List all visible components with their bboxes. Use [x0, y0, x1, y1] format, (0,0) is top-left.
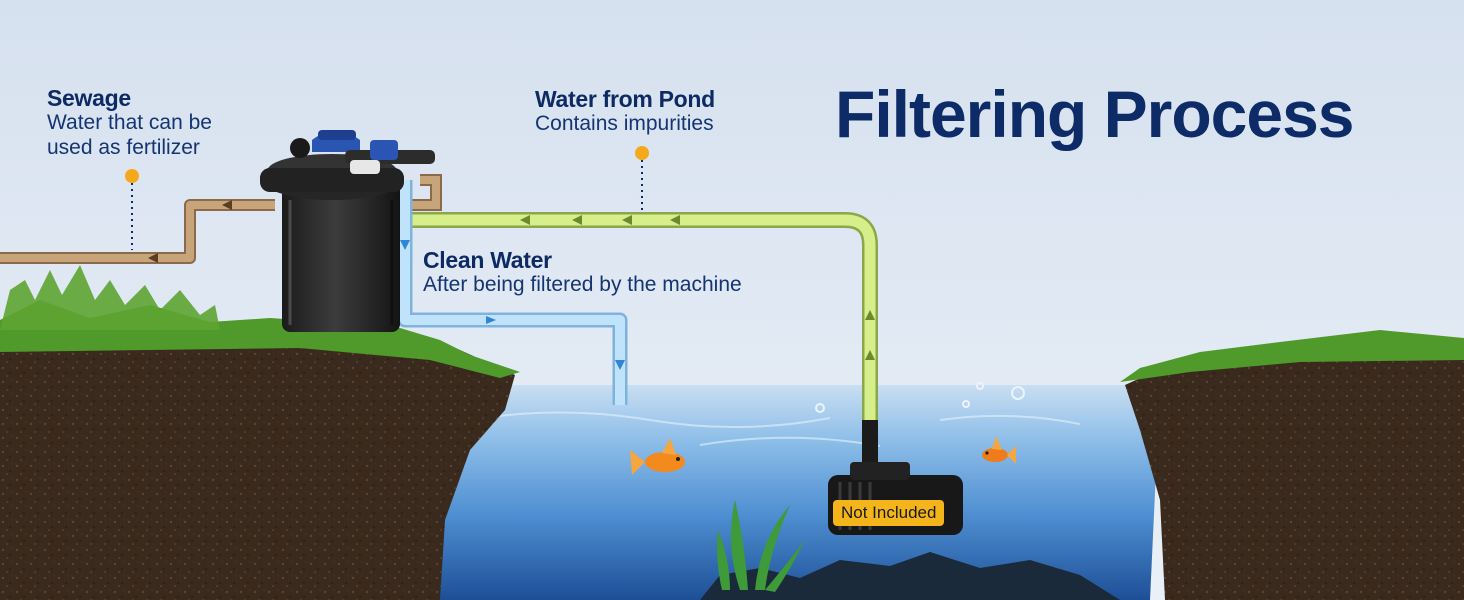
clean-water-label: Clean Water After being filtered by the …	[423, 247, 742, 298]
filter-canister-icon	[260, 130, 435, 332]
pond-water-title: Water from Pond	[535, 86, 715, 112]
sewage-marker-dot	[125, 169, 139, 183]
pond-rocks	[700, 552, 1120, 600]
pond-water-subtitle: Contains impurities	[535, 112, 714, 136]
sewage-title: Sewage	[47, 85, 131, 111]
pond-marker-dot	[635, 146, 649, 160]
flow-arrow-icon	[222, 200, 232, 210]
pond-water-label: Water from Pond Contains impurities	[535, 86, 715, 137]
flow-arrow-icon	[400, 240, 625, 370]
not-included-badge: Not Included	[833, 500, 945, 526]
clean-water-subtitle: After being filtered by the machine	[423, 273, 742, 297]
clean-water-title: Clean Water	[423, 247, 552, 273]
bubbles	[815, 382, 1025, 413]
right-bank-grass	[1120, 330, 1464, 382]
sewage-line2: used as fertilizer	[47, 135, 200, 159]
seaweed-icon	[717, 500, 805, 592]
goldfish-icon	[982, 436, 1016, 464]
flow-arrow-icon	[148, 253, 158, 263]
water-ripples	[469, 411, 1081, 447]
sewage-line1: Water that can be	[47, 111, 212, 135]
right-bank-soil	[1125, 345, 1464, 600]
sewage-label: Sewage Water that can be used as fertili…	[47, 85, 212, 160]
left-bushes	[0, 265, 220, 330]
flow-arrow-icon	[520, 215, 875, 360]
diagram-title: Filtering Process	[835, 77, 1355, 151]
goldfish-icon	[630, 438, 685, 475]
left-bank-soil	[0, 325, 515, 600]
pond-water	[440, 385, 1160, 600]
